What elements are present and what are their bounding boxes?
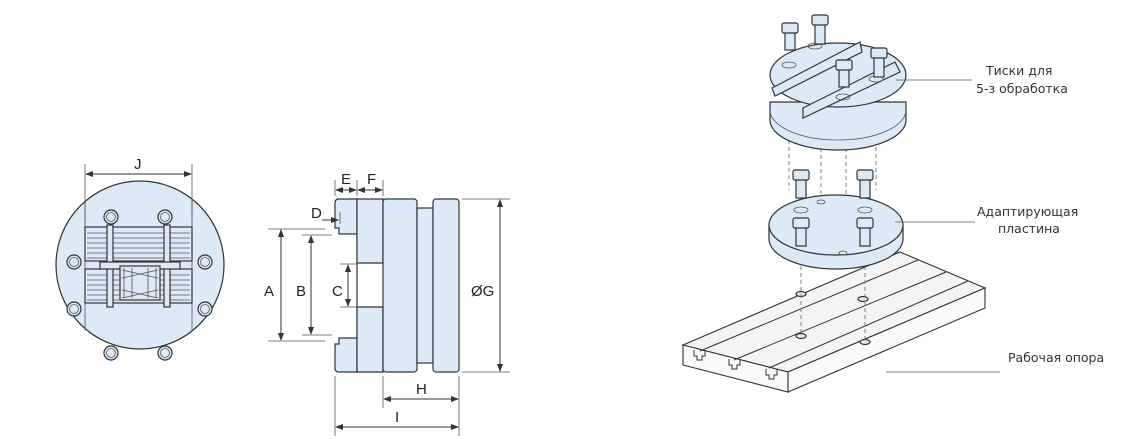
callout-vise-line1: Тиски для [985, 63, 1052, 78]
dim-label-b: B [296, 283, 306, 300]
top-jaw [334, 198, 358, 373]
body-neck [416, 207, 434, 364]
dim-label-d: D [311, 205, 322, 222]
dim-label-i: I [395, 409, 399, 426]
callout-base: Рабочая опора [1008, 350, 1104, 365]
five-axis-vise [769, 14, 907, 151]
dim-label-h: H [416, 381, 427, 398]
dim-label-j: J [134, 156, 142, 173]
exploded-view [681, 14, 1000, 393]
chuck-body [382, 198, 418, 373]
plan-view: J [55, 156, 225, 361]
dim-label-c: C [332, 283, 343, 300]
side-view: E F D A B C ØG H I [264, 171, 510, 436]
dim-label-f: F [367, 171, 376, 188]
dim-label-e: E [341, 171, 351, 188]
upper-jaw [84, 226, 193, 262]
t-slot-table [681, 251, 987, 393]
dim-label-a: A [264, 283, 274, 300]
dim-label-g: ØG [471, 283, 494, 300]
master-jaw [356, 198, 384, 373]
callout-adapter-line1: Адаптирующая [977, 204, 1078, 219]
adapter-plate [768, 169, 904, 270]
bolt-holes [66, 209, 213, 361]
callout-adapter-line2: пластина [998, 221, 1060, 236]
rear-flange [432, 198, 460, 373]
callout-vise-line2: 5-з обработка [976, 81, 1068, 96]
